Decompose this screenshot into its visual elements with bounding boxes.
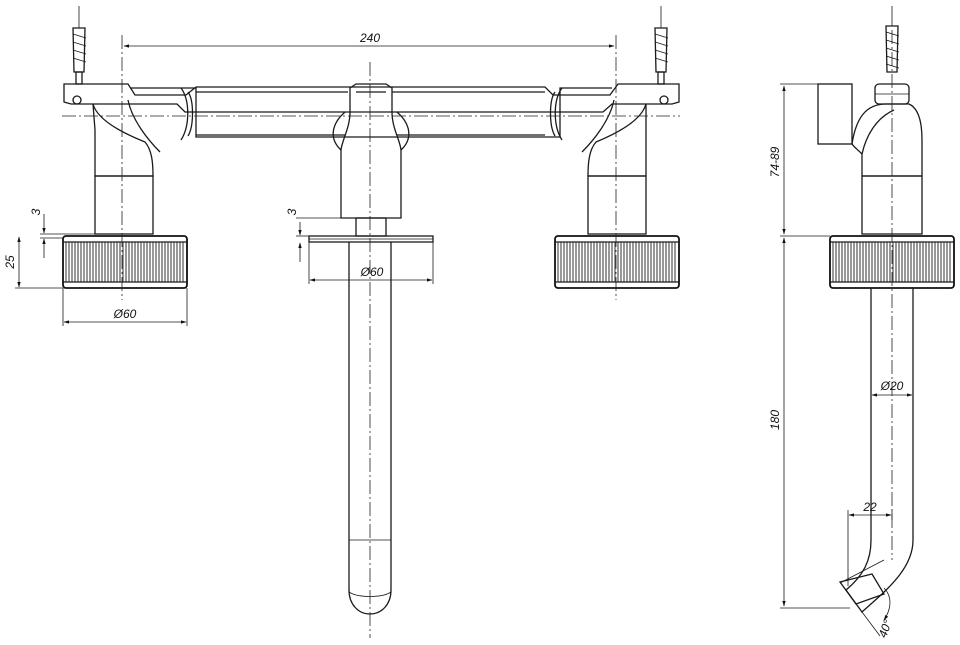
- dim-tip-angle: 40°: [861, 587, 895, 640]
- front-view: 240 3 25 Ø60 3: [3, 6, 680, 638]
- left-knurled-handle: [62, 235, 188, 289]
- dim-spout-diameter: Ø20: [871, 379, 913, 397]
- dim-spout-diameter-label: Ø20: [880, 379, 904, 393]
- right-wall-screw: [654, 6, 669, 85]
- dim-left-diameter-label: Ø60: [113, 307, 137, 321]
- dim-projection: 74-89: [768, 83, 830, 237]
- dim-projection-label: 74-89: [768, 146, 782, 177]
- dim-center-diameter: Ø60: [308, 242, 434, 284]
- dim-spacing: 240: [123, 31, 615, 48]
- mounting-bar: [63, 83, 680, 141]
- dim-left-height-label: 25: [3, 255, 17, 270]
- dim-center-gap: 3: [285, 208, 341, 262]
- dim-center-diameter-label: Ø60: [360, 265, 384, 279]
- left-wall-screw: [72, 6, 87, 85]
- dim-tip-offset-label: 22: [862, 500, 877, 514]
- side-spout: [838, 288, 914, 613]
- dim-left-diameter: Ø60: [62, 288, 188, 326]
- dim-tip-offset: 22: [847, 500, 893, 586]
- dim-left-gap-label: 3: [29, 208, 43, 215]
- dim-center-gap-label: 3: [285, 208, 299, 215]
- dim-spout-length-label: 180: [768, 410, 782, 430]
- side-view: 74-89 180 Ø20 22 40°: [768, 6, 955, 640]
- left-valve-body: [92, 99, 161, 235]
- centerlines-front: [62, 35, 680, 638]
- spout-body: [308, 83, 434, 615]
- dim-left-height: 3 25: [3, 208, 95, 289]
- side-body: [817, 83, 923, 235]
- dim-tip-angle-label: 40°: [876, 618, 895, 640]
- dim-spacing-label: 240: [359, 31, 380, 45]
- right-valve-body: [581, 99, 647, 235]
- dim-spout-length: 180: [768, 237, 850, 609]
- right-knurled-handle: [554, 235, 680, 289]
